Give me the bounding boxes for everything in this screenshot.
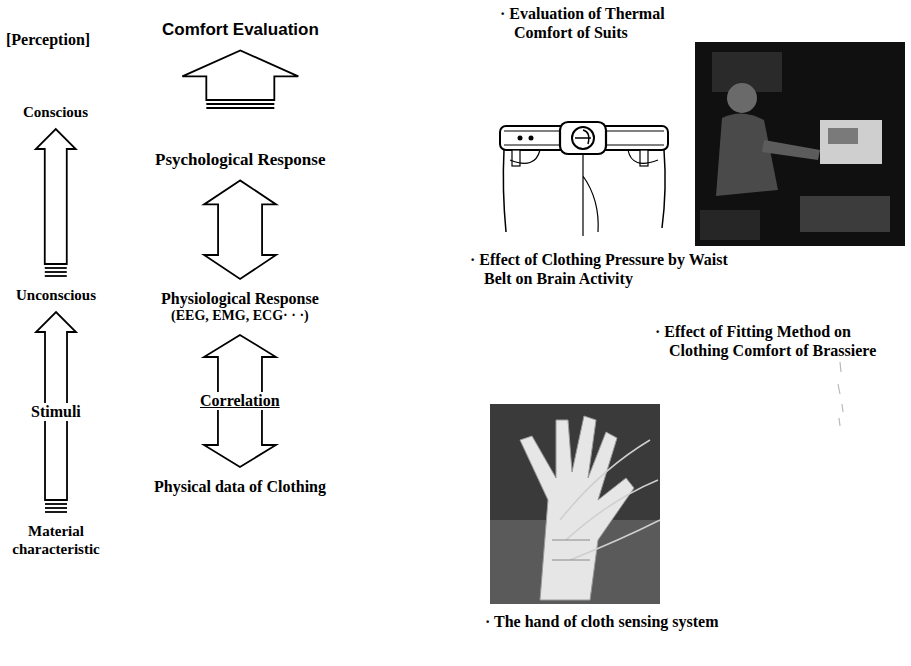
edge-label: Stimuli: [28, 403, 84, 421]
arrow-tail-line: [45, 271, 67, 273]
photo-chair: [700, 210, 760, 240]
jeans-pocket: [510, 150, 658, 163]
text-node: Physical data of Clothing: [150, 475, 330, 498]
buckle-emblem-mark: [575, 130, 591, 144]
node-heading: Material characteristic: [0, 522, 112, 558]
glove-photo: [490, 404, 660, 604]
node-heading: Psychological Response: [155, 150, 325, 170]
photo-device: [820, 120, 882, 164]
block-arrow: [182, 50, 298, 100]
text-node: Comfort Evaluation: [158, 18, 323, 42]
suit-photo: [695, 42, 905, 246]
study-caption: · Effect of Fitting Method on Clothing C…: [655, 322, 909, 360]
photo-device-screen: [828, 128, 858, 144]
sensing-glove: [520, 416, 634, 600]
glove-strap: [552, 540, 590, 560]
belt-loop: [512, 150, 520, 166]
axis-heading: [Perception]: [6, 30, 90, 49]
brassiere-faint-image: [838, 362, 843, 426]
node-heading: Comfort Evaluation: [162, 20, 319, 40]
text-node: Physiological Response(EEG, EMG, ECG· · …: [157, 287, 323, 327]
study-caption: · Evaluation of Thermal Comfort of Suits: [500, 4, 709, 42]
study-caption: · The hand of cloth sensing system: [485, 612, 719, 631]
text-node: Conscious: [19, 101, 92, 123]
jeans-side-line: [503, 150, 506, 232]
arrow-tail-line: [45, 503, 67, 505]
photo-head: [727, 83, 757, 113]
edge-label: Correlation: [197, 392, 283, 410]
node-subtext: (EEG, EMG, ECG· · ·): [161, 308, 319, 325]
photo-body: [716, 113, 778, 196]
arrow-tail-line: [45, 275, 67, 277]
node-heading: Physiological Response: [161, 289, 319, 308]
arrow-tail-line: [45, 511, 67, 513]
arrow-tail-line: [45, 507, 67, 509]
belt-strap: [500, 126, 668, 150]
text-node: Psychological Response: [151, 148, 329, 172]
sensor-cable: [560, 440, 660, 560]
arrow-tail-line: [206, 107, 274, 109]
buckle-emblem: [572, 127, 594, 149]
belt-buckle: [560, 122, 606, 154]
arrow-tail-line: [206, 103, 274, 105]
node-heading: Unconscious: [16, 286, 96, 304]
jeans-fly: [583, 154, 598, 236]
text-node: Unconscious: [12, 284, 100, 306]
jeans-side-line: [662, 150, 665, 228]
arrow-tail-line: [45, 267, 67, 269]
study-caption: · Effect of Clothing Pressure by Waist B…: [470, 250, 739, 288]
photo-arm: [762, 140, 820, 160]
block-arrow: [204, 180, 276, 279]
photo-desk: [800, 196, 890, 232]
text-node: Material characteristic: [0, 520, 116, 560]
node-heading: Conscious: [23, 103, 88, 121]
belt-hole: [518, 136, 523, 141]
block-arrow: [36, 129, 76, 264]
belt-hole: [529, 136, 534, 141]
node-heading: Physical data of Clothing: [154, 477, 326, 496]
